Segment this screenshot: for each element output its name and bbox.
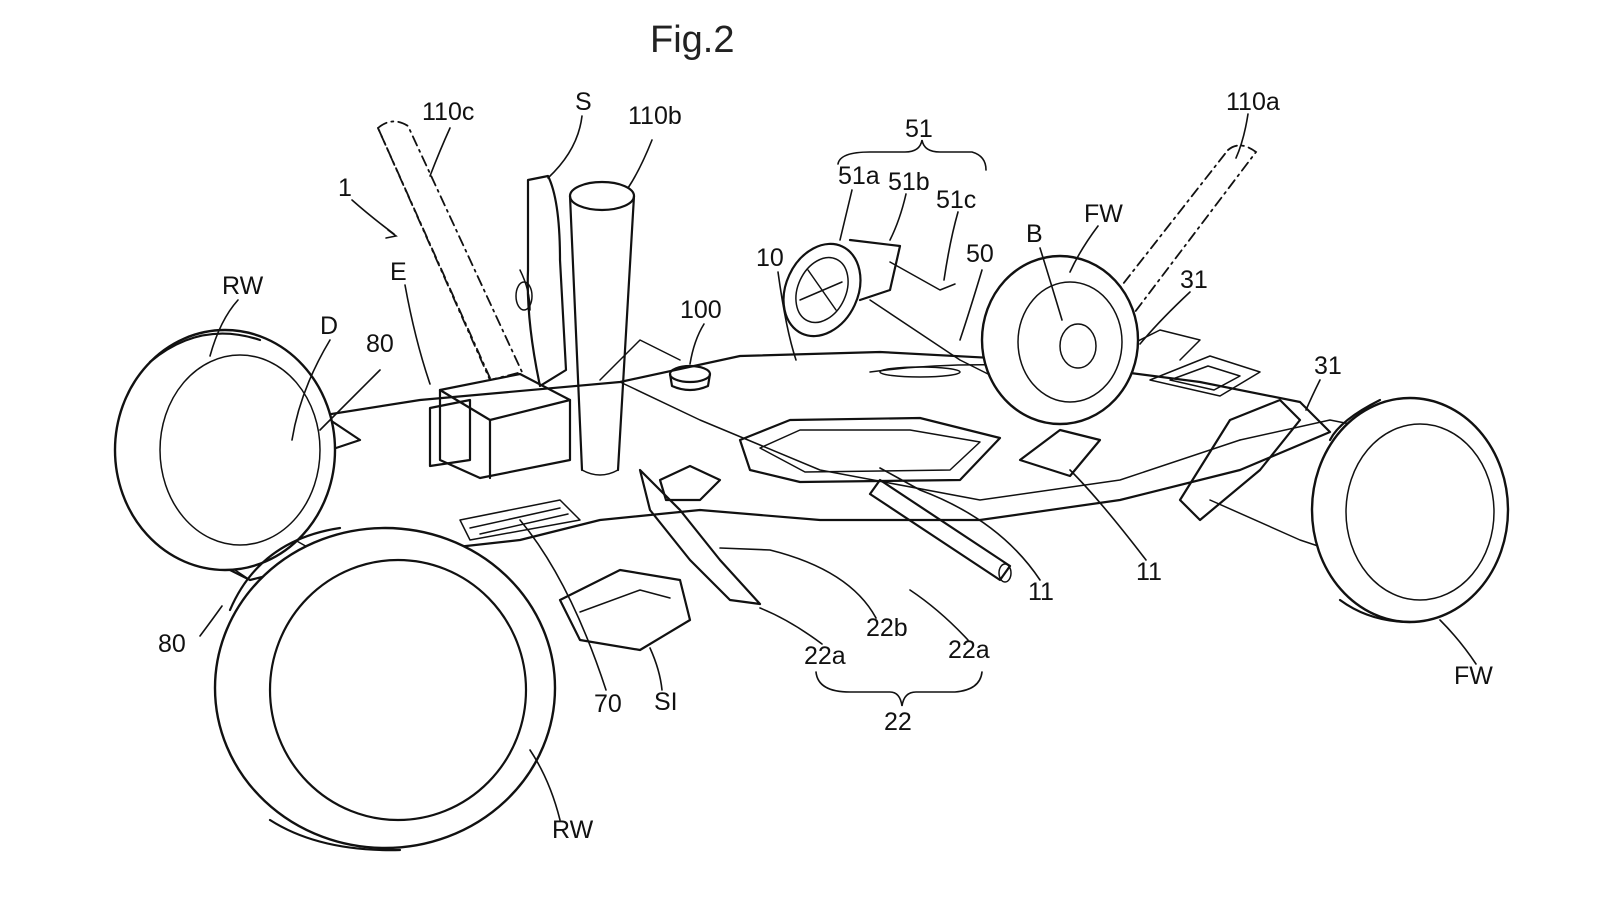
label-31-top: 31	[1180, 266, 1208, 294]
label-D: D	[320, 312, 338, 340]
vehicle-drawing	[113, 113, 1510, 852]
label-51b: 51b	[888, 168, 930, 196]
label-100: 100	[680, 296, 722, 324]
rear-wheel-upper	[113, 328, 337, 572]
phantom-column-110c	[376, 120, 524, 382]
label-RW-bottom: RW	[552, 816, 594, 844]
label-80-top: 80	[366, 330, 394, 358]
filler-cap	[668, 364, 712, 392]
label-51c: 51c	[936, 186, 976, 214]
steering-wheel	[782, 238, 1001, 381]
lower-structure	[459, 468, 1012, 652]
label-22a-right: 22a	[948, 636, 990, 664]
label-50: 50	[966, 240, 994, 268]
label-S: S	[575, 88, 592, 116]
label-B: B	[1026, 220, 1043, 248]
label-SI: SI	[654, 688, 678, 716]
label-70: 70	[594, 690, 622, 718]
label-1: 1	[338, 174, 352, 202]
rear-wheel-lower	[213, 526, 557, 852]
label-11-mid: 11	[1028, 578, 1054, 606]
label-RW-top: RW	[222, 272, 264, 300]
label-10: 10	[756, 244, 784, 272]
reference-labels: 1 110c S 110b 51 51a 51b 51c 110a E RW D…	[158, 88, 1493, 844]
column-110b	[568, 180, 636, 476]
label-22a-left: 22a	[804, 642, 846, 670]
label-31-right: 31	[1314, 352, 1342, 380]
label-FW-bottom: FW	[1454, 662, 1493, 690]
seat-post	[515, 174, 568, 388]
label-22b: 22b	[866, 614, 908, 642]
label-110a: 110a	[1226, 88, 1280, 116]
figure-title: Fig.2	[650, 19, 734, 61]
label-E: E	[390, 258, 407, 286]
label-51a: 51a	[838, 162, 880, 190]
label-110c: 110c	[422, 98, 474, 126]
label-80-bottom: 80	[158, 630, 186, 658]
label-11-right: 11	[1136, 558, 1162, 586]
label-FW-top: FW	[1084, 200, 1123, 228]
label-51: 51	[905, 115, 933, 143]
label-110b: 110b	[628, 102, 682, 130]
label-22: 22	[884, 708, 912, 736]
engine-unit	[428, 372, 572, 480]
front-wheel-upper	[980, 254, 1140, 426]
leader-lines	[199, 113, 1477, 821]
front-wheel-lower	[1310, 396, 1510, 624]
